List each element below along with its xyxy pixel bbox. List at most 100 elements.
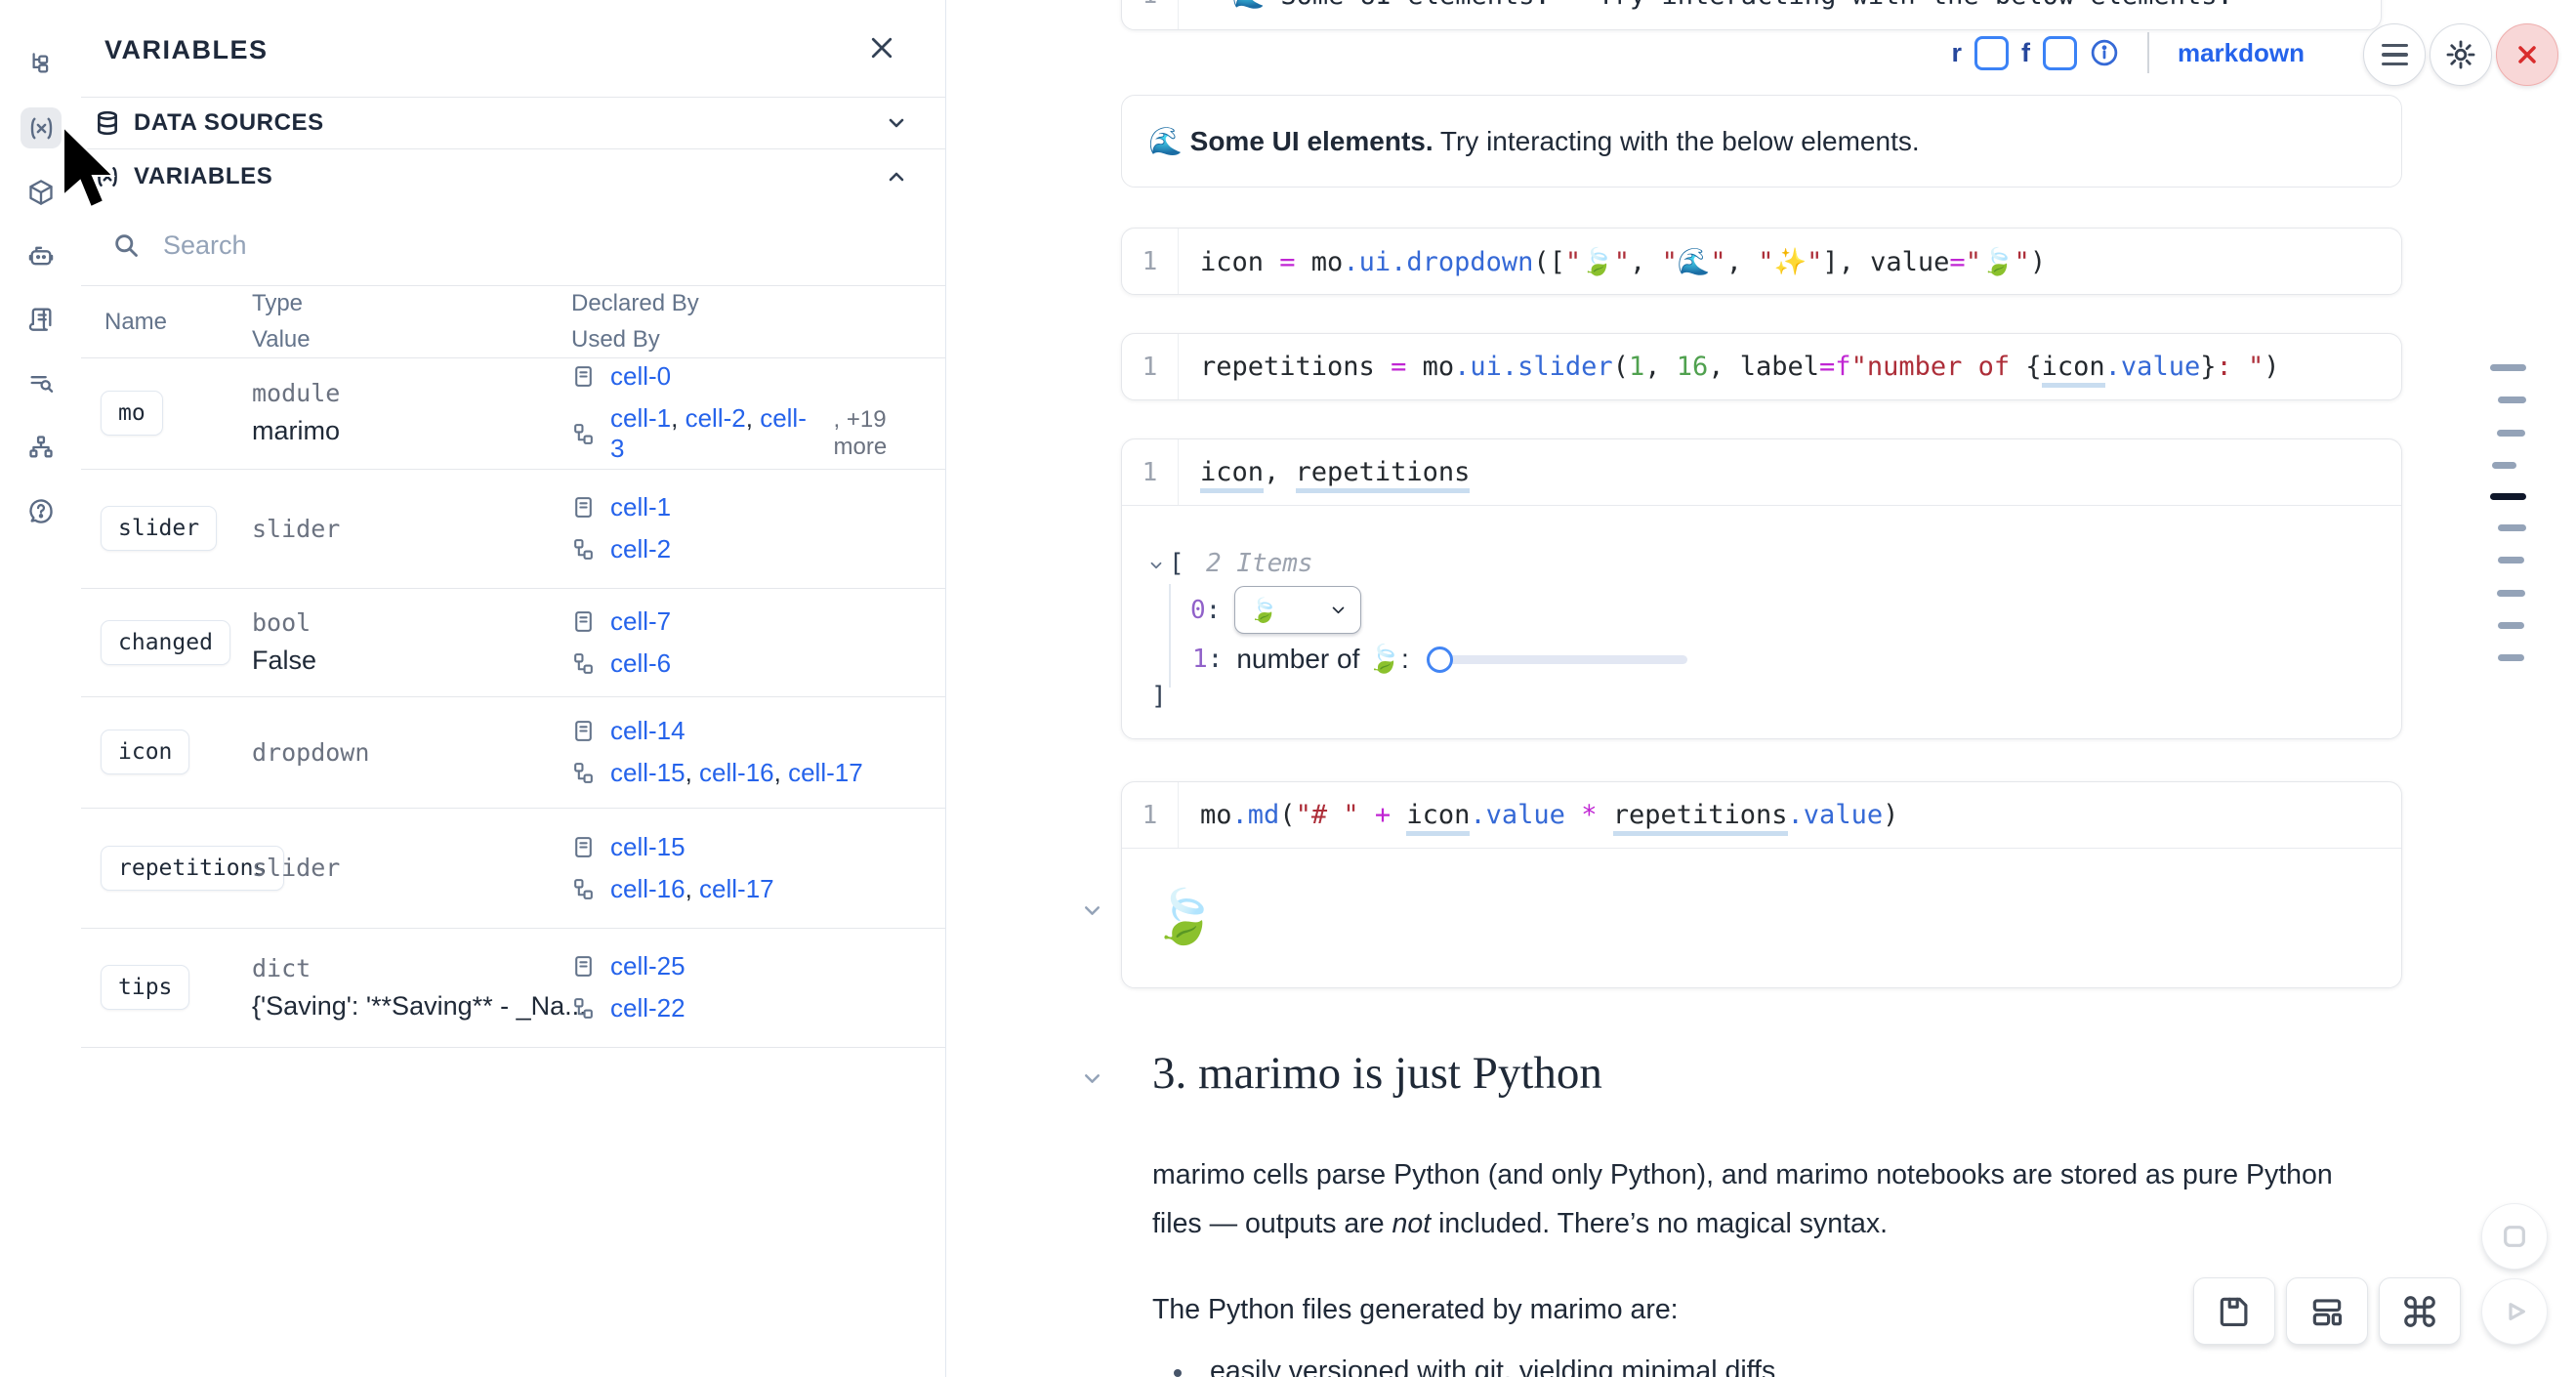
code-cell-slider[interactable]: 1 repetitions = mo.ui.slider(1, 16, labe… xyxy=(1121,333,2402,400)
cell-link[interactable]: cell-6 xyxy=(610,647,672,678)
cell-link[interactable]: cell-3 xyxy=(610,403,807,463)
slider-label: number of 🍃: xyxy=(1236,644,1409,674)
collapse-chevron-icon[interactable] xyxy=(1147,557,1165,574)
variables-section-header[interactable]: VARIABLES xyxy=(81,148,945,205)
markdown-cell-editor[interactable]: 1 **🌊 Some UI elements.** Try interactin… xyxy=(1121,0,2382,30)
minimap-cell-marker[interactable] xyxy=(2492,462,2516,469)
cell-link[interactable]: cell-16 xyxy=(699,758,774,787)
used-by-links: cell-1, cell-2, cell-3 xyxy=(610,403,807,463)
section-collapse-chevron[interactable] xyxy=(1080,1066,1104,1091)
variable-type: module xyxy=(252,379,341,407)
cell-link[interactable]: cell-14 xyxy=(610,716,686,745)
logs-button[interactable] xyxy=(21,362,62,403)
list-item: easily versioned with git, yielding mini… xyxy=(1210,1356,1776,1377)
ai-assistant-button[interactable] xyxy=(21,235,62,276)
minimap-cell-marker[interactable] xyxy=(2490,364,2526,371)
variables-search-input[interactable] xyxy=(161,229,751,262)
variable-name-badge[interactable]: repetitions xyxy=(101,845,285,891)
cell-link[interactable]: cell-2 xyxy=(685,403,746,433)
more-links-label[interactable]: +19 more xyxy=(834,406,945,461)
table-row-icon[interactable]: icon dropdown cell-14 cell-15, cell-16, … xyxy=(81,696,945,809)
variable-type: slider xyxy=(252,854,341,882)
minimap-cell-marker[interactable] xyxy=(2498,654,2524,661)
minimap-cell-marker[interactable] xyxy=(2490,493,2526,500)
file-explorer-button[interactable] xyxy=(21,43,62,84)
cell-link[interactable]: cell-16 xyxy=(610,873,686,903)
code-cell-ui-elements[interactable]: 1 icon, repetitions [ 2 Items 0: 🍃 1: nu… xyxy=(1121,438,2402,739)
variables-section-label: VARIABLES xyxy=(134,163,273,189)
cell-language-label[interactable]: markdown xyxy=(2177,37,2305,67)
packages-button[interactable] xyxy=(21,172,62,213)
variable-type: dropdown xyxy=(252,737,370,767)
close-panel-button[interactable] xyxy=(867,33,898,64)
code-line[interactable]: repetitions = mo.ui.slider(1, 16, label=… xyxy=(1179,352,2280,388)
cell-link[interactable]: cell-15 xyxy=(610,831,686,861)
cell-link[interactable]: cell-7 xyxy=(610,605,672,636)
items-count-label: 2 Items xyxy=(1206,549,1313,578)
cell-link[interactable]: cell-15 xyxy=(610,758,686,787)
save-button[interactable] xyxy=(2193,1277,2275,1345)
minimap-cell-marker[interactable] xyxy=(2497,590,2525,597)
variables-search-row xyxy=(81,205,945,285)
code-cell-md-output[interactable]: 1 mo.md("# " + icon.value * repetitions.… xyxy=(1121,781,2402,988)
stop-kernel-button[interactable] xyxy=(2482,1204,2547,1269)
shutdown-button[interactable] xyxy=(2496,23,2558,86)
info-icon[interactable] xyxy=(2090,38,2119,67)
slider-thumb[interactable] xyxy=(1426,646,1453,673)
minimap-cell-marker[interactable] xyxy=(2498,622,2524,629)
play-icon xyxy=(2499,1296,2530,1327)
settings-button[interactable] xyxy=(2430,23,2492,86)
command-key-icon xyxy=(2401,1293,2438,1330)
help-button[interactable] xyxy=(21,490,62,531)
variable-name-badge[interactable]: tips xyxy=(101,965,190,1010)
panel-header: VARIABLES xyxy=(81,0,945,98)
declared-by-line: cell-0 xyxy=(571,361,945,392)
layout-toggle-button[interactable] xyxy=(2286,1277,2368,1345)
data-sources-section-header[interactable]: DATA SOURCES xyxy=(81,97,945,149)
dependency-graph-button[interactable] xyxy=(21,427,62,468)
cell-link[interactable]: cell-17 xyxy=(699,873,774,903)
repetitions-slider[interactable] xyxy=(1426,646,1687,673)
cell-link[interactable]: cell-2 xyxy=(610,534,672,563)
command-palette-button[interactable] xyxy=(2379,1277,2461,1345)
minimap-cell-marker[interactable] xyxy=(2497,430,2525,437)
code-line[interactable]: icon = mo.ui.dropdown(["🍃", "🌊", "✨"], v… xyxy=(1200,246,2047,277)
table-row-mo[interactable]: mo module marimo cell-0 cell-1, cell-2, … xyxy=(81,356,945,470)
cell-link[interactable]: cell-17 xyxy=(788,758,863,787)
indent-guide xyxy=(1169,584,1171,688)
dropdown-select[interactable]: 🍃 xyxy=(1234,586,1362,634)
variable-name-badge[interactable]: changed xyxy=(101,619,230,665)
variable-type: bool xyxy=(252,608,312,637)
cell-link[interactable]: cell-25 xyxy=(610,951,686,981)
code-line[interactable]: mo.md("# " + icon.value * repetitions.va… xyxy=(1179,800,1898,836)
table-row-repetitions[interactable]: repetitions slider cell-15 cell-16, cell… xyxy=(81,808,945,929)
cell-link[interactable]: cell-1 xyxy=(610,403,672,433)
variable-name-badge[interactable]: slider xyxy=(101,506,218,551)
output-collapse-chevron[interactable] xyxy=(1080,898,1104,923)
list-bullet xyxy=(1174,1369,1182,1377)
variable-name-badge[interactable]: mo xyxy=(101,390,163,436)
chevron-down-icon xyxy=(885,111,908,135)
table-row-changed[interactable]: changed bool False cell-7 cell-6 xyxy=(81,588,945,697)
minimap-cell-marker[interactable] xyxy=(2498,524,2526,531)
variables-panel-button[interactable] xyxy=(21,107,62,148)
run-all-button[interactable] xyxy=(2482,1279,2547,1344)
code-line[interactable]: icon, repetitions xyxy=(1179,457,1471,493)
section-heading: 3. marimo is just Python xyxy=(1152,1048,1602,1099)
slider-track[interactable] xyxy=(1428,654,1687,664)
line-number: 1 xyxy=(1122,229,1179,294)
snippets-button[interactable] xyxy=(21,298,62,339)
cell-link[interactable]: cell-0 xyxy=(610,361,672,391)
variable-name-badge[interactable]: icon xyxy=(101,730,190,774)
run-toggle-checkbox[interactable] xyxy=(1974,35,2009,70)
notebook-menu-button[interactable] xyxy=(2363,23,2426,86)
table-row-tips[interactable]: tips dict {'Saving': '**Saving** - _Na..… xyxy=(81,928,945,1048)
code-cell-dropdown[interactable]: 1 icon = mo.ui.dropdown(["🍃", "🌊", "✨"],… xyxy=(1121,228,2402,295)
cell-link[interactable]: cell-22 xyxy=(610,993,686,1022)
table-row-slider[interactable]: slider slider cell-1 cell-2 xyxy=(81,469,945,589)
cell-link[interactable]: cell-1 xyxy=(610,492,672,522)
format-toggle-checkbox[interactable] xyxy=(2042,35,2077,70)
minimap-cell-marker[interactable] xyxy=(2498,396,2526,403)
markdown-source-code[interactable]: **🌊 Some UI elements.** Try interacting … xyxy=(1179,0,2233,11)
minimap-cell-marker[interactable] xyxy=(2498,557,2524,563)
